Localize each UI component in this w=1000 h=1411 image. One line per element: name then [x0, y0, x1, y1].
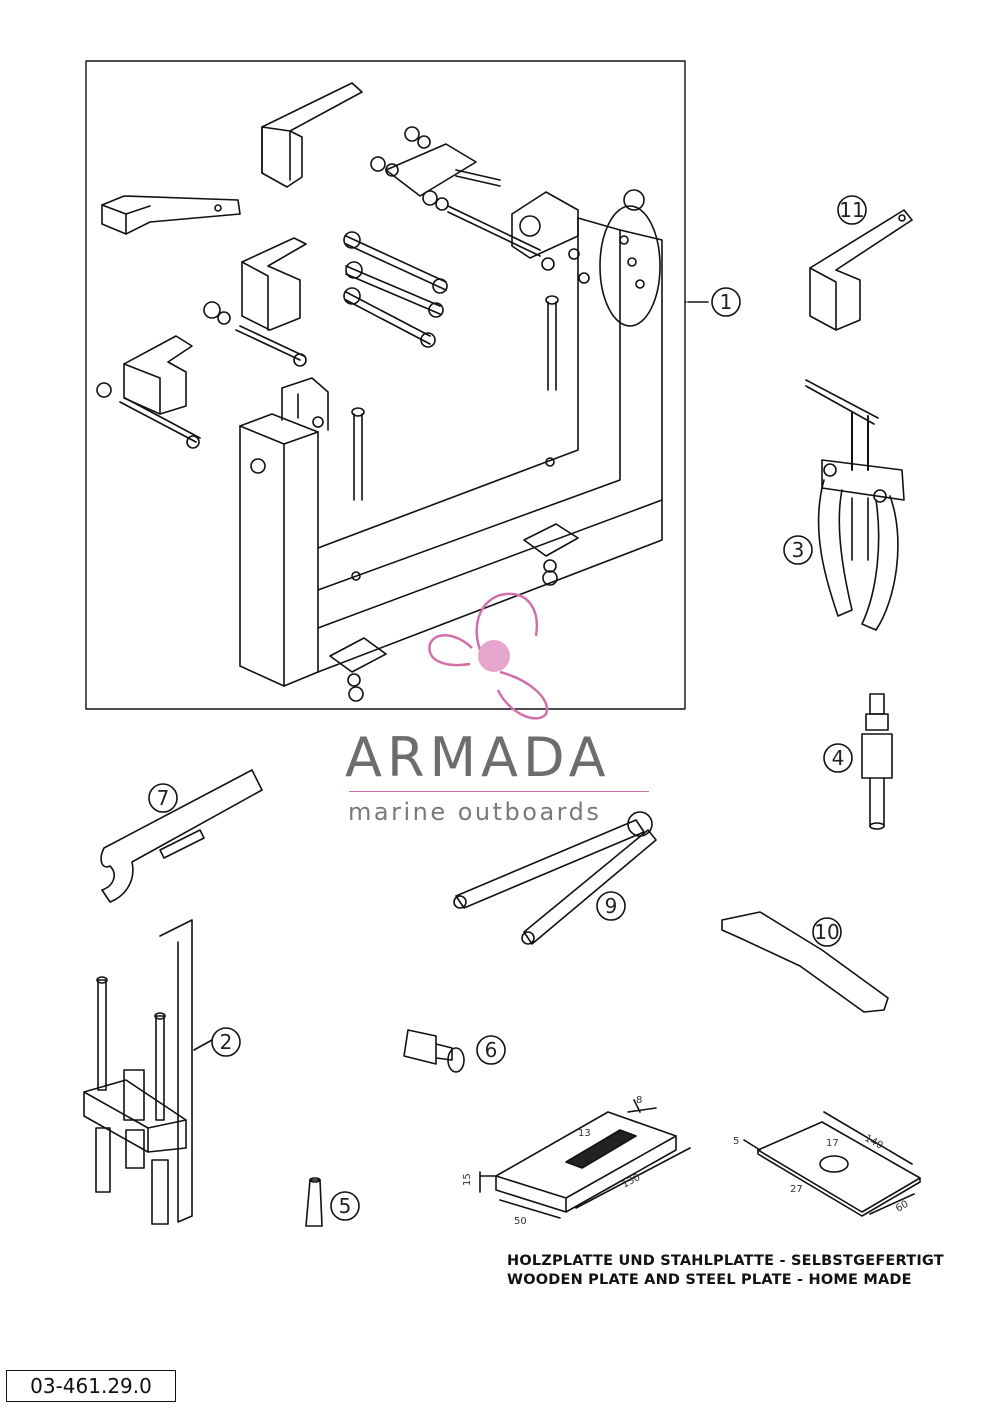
callout-circle-9 [596, 891, 626, 921]
insert-5-drawing [305, 1177, 323, 1227]
callout-circle-7 [148, 783, 178, 813]
flat-tool-10-drawing [721, 911, 889, 1013]
callout-circle-10 [812, 917, 842, 947]
part-number-label: 03-461.29.0 [6, 1370, 176, 1402]
note-english: WOODEN PLATE AND STEEL PLATE - HOME MADE [507, 1272, 912, 1288]
pin-spanner-9-drawing [453, 811, 657, 945]
watermark-divider [349, 791, 649, 792]
callout-11: 11 [839, 198, 864, 222]
engine-stand-drawing [96, 82, 709, 702]
wood-dim-width: 50 [514, 1216, 527, 1227]
callout-3: 3 [792, 538, 805, 562]
callout-9: 9 [605, 894, 618, 918]
callout-circle-2 [211, 1027, 241, 1057]
callout-circle-1 [711, 287, 741, 317]
puller-3-drawing [805, 379, 905, 631]
steel-dim-offset: 27 [790, 1184, 803, 1195]
steel-dim-length: 140 [863, 1133, 885, 1152]
callout-10: 10 [814, 920, 839, 944]
callout-7: 7 [157, 786, 170, 810]
callout-circle-5 [330, 1191, 360, 1221]
adapter-6-drawing [403, 1029, 465, 1073]
note-german: HOLZPLATTE UND STAHLPLATTE - SELBSTGEFER… [507, 1253, 944, 1269]
callout-circle-6 [476, 1035, 506, 1065]
wood-dim-height: 15 [462, 1173, 473, 1186]
callout-4: 4 [832, 746, 845, 770]
slide-hammer-4-drawing [861, 693, 893, 830]
watermark-name: ARMADA [345, 726, 611, 789]
wood-dim-slot: 13 [578, 1128, 591, 1139]
armada-logo-icon [428, 592, 549, 720]
callout-circle-3 [783, 535, 813, 565]
callout-6: 6 [485, 1038, 498, 1062]
steel-plate-drawing [743, 1111, 921, 1217]
hook-spanner-7-drawing [100, 769, 263, 903]
steel-dim-hole: 17 [826, 1138, 839, 1149]
assembly-frame [85, 60, 686, 710]
wooden-plate-drawing [479, 1099, 691, 1219]
steel-dim-thickness: 5 [733, 1136, 739, 1147]
callout-1: 1 [720, 290, 733, 314]
watermark-tagline: marine outboards [348, 798, 602, 826]
callout-circle-4 [823, 743, 853, 773]
callout-2: 2 [220, 1030, 233, 1054]
callout-circle-11 [837, 195, 867, 225]
bracket-11-drawing [809, 209, 913, 331]
press-tool-2-drawing [83, 919, 213, 1225]
callout-5: 5 [339, 1194, 352, 1218]
wood-dim-thickness: 8 [636, 1095, 642, 1106]
